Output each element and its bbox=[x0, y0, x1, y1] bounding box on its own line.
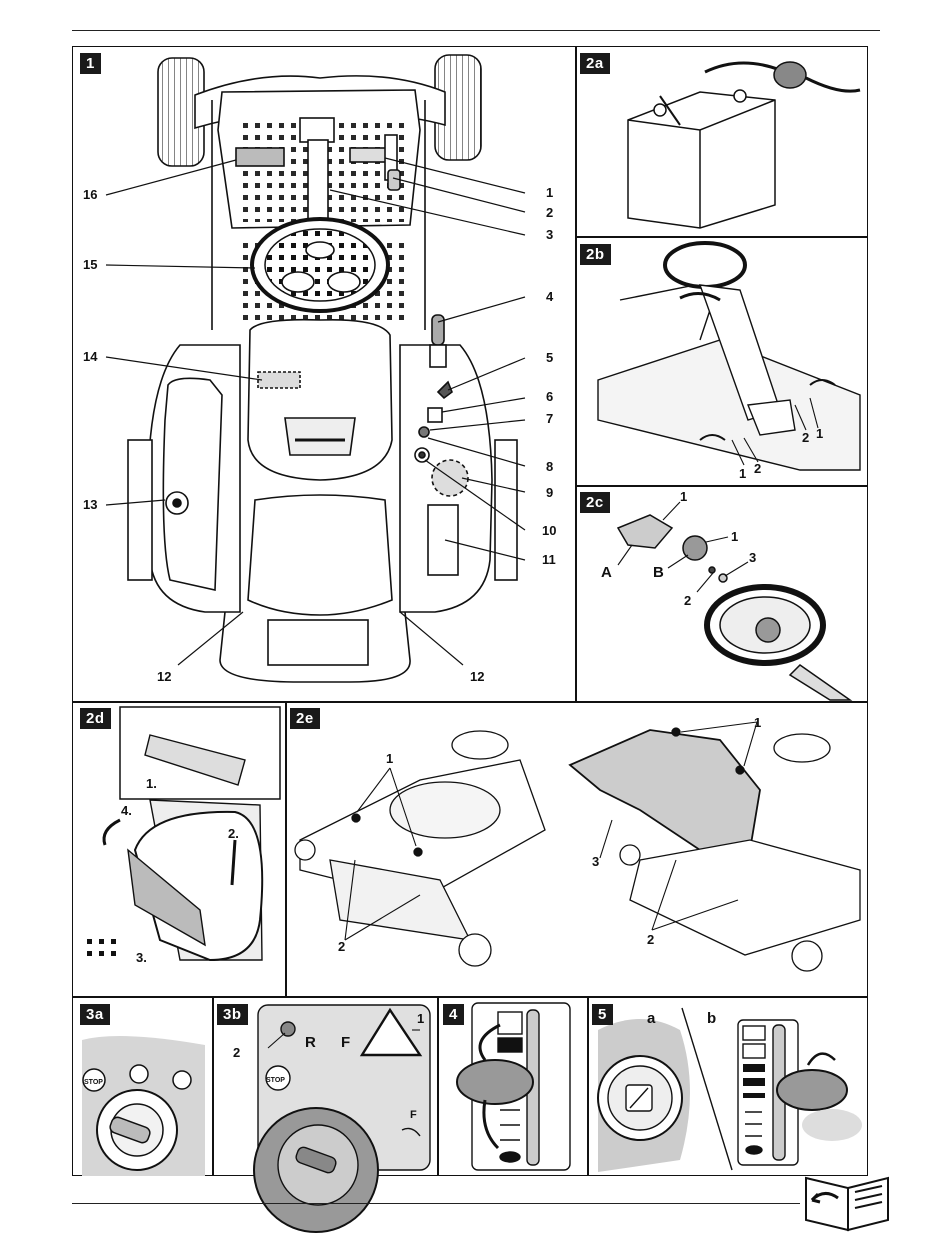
decal-f-label: F bbox=[341, 1036, 350, 1050]
panel-tag-4: 4 bbox=[443, 1004, 464, 1025]
sublabel-a: a bbox=[647, 1012, 655, 1026]
callout-4: 4 bbox=[546, 290, 553, 304]
stop-label-3a: STOP bbox=[84, 1076, 103, 1090]
mower-deck-illustrations bbox=[295, 722, 860, 971]
panel-tag-2b: 2b bbox=[580, 244, 611, 265]
panel-tag-2d: 2d bbox=[80, 708, 111, 729]
callout-2b-2-right: 2 bbox=[802, 431, 809, 445]
callout-5: 5 bbox=[546, 351, 553, 365]
decal-stop-label: STOP bbox=[266, 1074, 285, 1088]
panel-tag-3a: 3a bbox=[80, 1004, 110, 1025]
callout-2c-B: B bbox=[653, 566, 664, 580]
seat-mount-illustration bbox=[86, 707, 280, 960]
panel-tag-1: 1 bbox=[80, 53, 101, 74]
callout-2e-3: 3 bbox=[592, 855, 599, 869]
callout-13: 13 bbox=[83, 498, 97, 512]
callout-2e-1-right: 1 bbox=[754, 716, 761, 730]
panel-tag-5: 5 bbox=[592, 1004, 613, 1025]
callout-2b-1-left: 1 bbox=[739, 467, 746, 481]
callout-7: 7 bbox=[546, 412, 553, 426]
callout-2b-2-left: 2 bbox=[754, 462, 761, 476]
callout-2e-2-right: 2 bbox=[647, 933, 654, 947]
book-icon bbox=[806, 1178, 888, 1230]
callout-2c-1-plug: 1 bbox=[731, 530, 738, 544]
callout-15: 15 bbox=[83, 258, 97, 272]
callout-14: 14 bbox=[83, 350, 97, 364]
throttle-lever-illustration bbox=[457, 1003, 570, 1170]
callout-2b-1-right: 1 bbox=[816, 427, 823, 441]
callout-6: 6 bbox=[546, 390, 553, 404]
step-3: 3. bbox=[136, 951, 147, 965]
callout-2c-A: A bbox=[601, 566, 612, 580]
ignition-switch-illustration bbox=[82, 1036, 205, 1176]
callout-2c-3: 3 bbox=[749, 551, 756, 565]
callout-2: 2 bbox=[546, 206, 553, 220]
battery-illustration bbox=[628, 62, 860, 228]
callout-3b-2: 2 bbox=[233, 1046, 240, 1060]
panel-tag-2a: 2a bbox=[580, 53, 610, 74]
callout-12-left: 12 bbox=[157, 670, 171, 684]
callout-2c-1-cap: 1 bbox=[680, 490, 687, 504]
step-1: 1. bbox=[146, 777, 157, 791]
decal-f2-label: F bbox=[410, 1108, 417, 1122]
cutting-height-illustration bbox=[598, 1008, 862, 1172]
callout-1: 1 bbox=[546, 186, 553, 200]
callout-16: 16 bbox=[83, 188, 97, 202]
step-2: 2. bbox=[228, 827, 239, 841]
callout-12-right: 12 bbox=[470, 670, 484, 684]
panel-tag-3b: 3b bbox=[217, 1004, 248, 1025]
panel-tag-2c: 2c bbox=[580, 492, 610, 513]
step-4: 4. bbox=[121, 804, 132, 818]
sublabel-b: b bbox=[707, 1012, 716, 1026]
bottom-rule bbox=[72, 1203, 800, 1204]
callout-2c-2: 2 bbox=[684, 594, 691, 608]
tractor-top-view bbox=[106, 55, 525, 682]
callout-9: 9 bbox=[546, 486, 553, 500]
callout-3: 3 bbox=[546, 228, 553, 242]
decal-r-label: R bbox=[305, 1036, 316, 1050]
panel-tag-2e: 2e bbox=[290, 708, 320, 729]
callout-11: 11 bbox=[542, 553, 556, 567]
callout-3b-1: 1 bbox=[417, 1012, 424, 1026]
callout-10: 10 bbox=[542, 524, 556, 538]
callout-2e-2-left: 2 bbox=[338, 940, 345, 954]
callout-2e-1-left: 1 bbox=[386, 752, 393, 766]
callout-8: 8 bbox=[546, 460, 553, 474]
